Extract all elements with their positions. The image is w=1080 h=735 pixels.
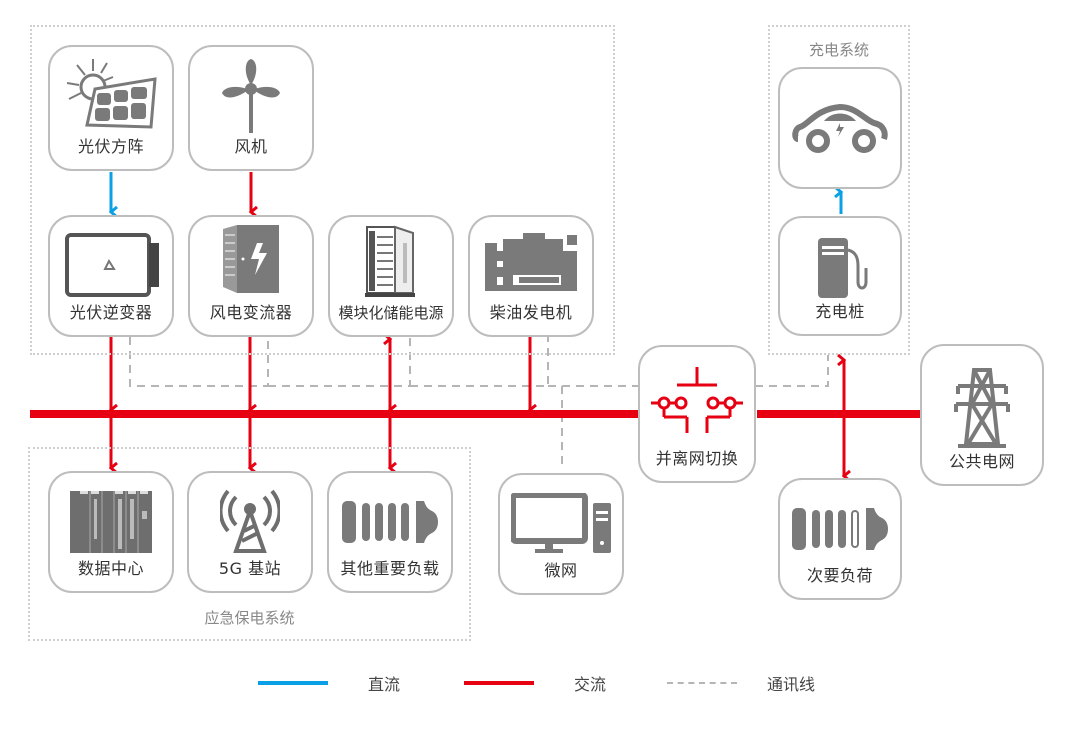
emergency-system-label: 应急保电系统 xyxy=(204,609,295,627)
legend-dc: 直流 xyxy=(258,672,400,694)
modular-storage-label: 模块化储能电源 xyxy=(338,304,444,322)
secondary-load-label: 次要负荷 xyxy=(806,566,873,585)
wind-turbine-icon xyxy=(222,59,280,133)
node-secondary-load[interactable]: 次要负荷 xyxy=(778,478,902,600)
node-wind-converter[interactable]: 风电变流器 xyxy=(188,215,314,337)
electric-car-icon xyxy=(792,103,888,153)
generation-group xyxy=(30,25,615,355)
server-rack-icon xyxy=(70,491,152,553)
pv-array-label: 光伏方阵 xyxy=(77,137,144,156)
load-battery-icon xyxy=(342,501,438,543)
legend-dc-swatch xyxy=(258,681,328,685)
charging-pile-icon xyxy=(818,238,868,298)
inverter-icon xyxy=(65,233,159,297)
data-center-label: 数据中心 xyxy=(77,559,144,578)
node-modular-storage[interactable]: 模块化储能电源 xyxy=(328,215,454,337)
solar-panel-icon xyxy=(66,59,157,129)
node-data-center[interactable]: 数据中心 xyxy=(48,471,174,593)
base-station-label: 5G 基站 xyxy=(218,559,282,578)
legend-ac: 交流 xyxy=(464,672,606,694)
charging-system-group: 充电系统 xyxy=(768,25,910,355)
diesel-generator-label: 柴油发电机 xyxy=(489,303,573,322)
legend-ac-swatch xyxy=(464,681,534,685)
node-diesel-generator[interactable]: 柴油发电机 xyxy=(468,215,594,337)
legend-comm-label: 通讯线 xyxy=(767,675,816,694)
diesel-generator-icon xyxy=(485,233,577,291)
legend-comm-swatch xyxy=(667,682,737,684)
charging-pile-label: 充电桩 xyxy=(815,302,865,321)
other-critical-load-label: 其他重要负载 xyxy=(340,559,440,578)
node-pv-inverter[interactable]: 光伏逆变器 xyxy=(48,215,174,337)
node-5g-base-station[interactable]: 5G 基站 xyxy=(187,471,313,593)
legend-dc-label: 直流 xyxy=(368,675,401,694)
node-charging-pile[interactable]: 充电桩 xyxy=(778,216,902,336)
legend-ac-label: 交流 xyxy=(574,675,607,694)
emergency-system-group: 应急保电系统 xyxy=(28,447,471,641)
computer-icon xyxy=(511,493,611,553)
node-electric-vehicle[interactable] xyxy=(778,67,902,189)
node-other-critical-load[interactable]: 其他重要负载 xyxy=(327,471,453,593)
node-grid-switch[interactable]: 并离网切换 xyxy=(638,345,756,483)
microgrid-label: 微网 xyxy=(544,561,578,580)
grid-switch-label: 并离网切换 xyxy=(655,449,739,468)
signal-tower-icon xyxy=(220,489,280,553)
power-tower-icon xyxy=(954,368,1010,448)
pv-inverter-label: 光伏逆变器 xyxy=(69,303,153,322)
grid-switch-icon xyxy=(651,367,743,433)
storage-cabinet-icon xyxy=(365,225,415,297)
node-wind-turbine[interactable]: 风机 xyxy=(188,45,314,171)
charging-system-label: 充电系统 xyxy=(808,41,869,59)
legend-comm: 通讯线 xyxy=(667,672,815,694)
secondary-load-battery-icon xyxy=(792,508,888,550)
node-public-grid[interactable]: 公共电网 xyxy=(920,344,1044,486)
node-microgrid[interactable]: 微网 xyxy=(498,473,624,595)
wind-converter-label: 风电变流器 xyxy=(209,303,293,322)
node-pv-array[interactable]: 光伏方阵 xyxy=(48,45,174,171)
public-grid-label: 公共电网 xyxy=(948,452,1015,471)
converter-cabinet-icon xyxy=(223,225,279,293)
wind-turbine-label: 风机 xyxy=(234,137,268,156)
